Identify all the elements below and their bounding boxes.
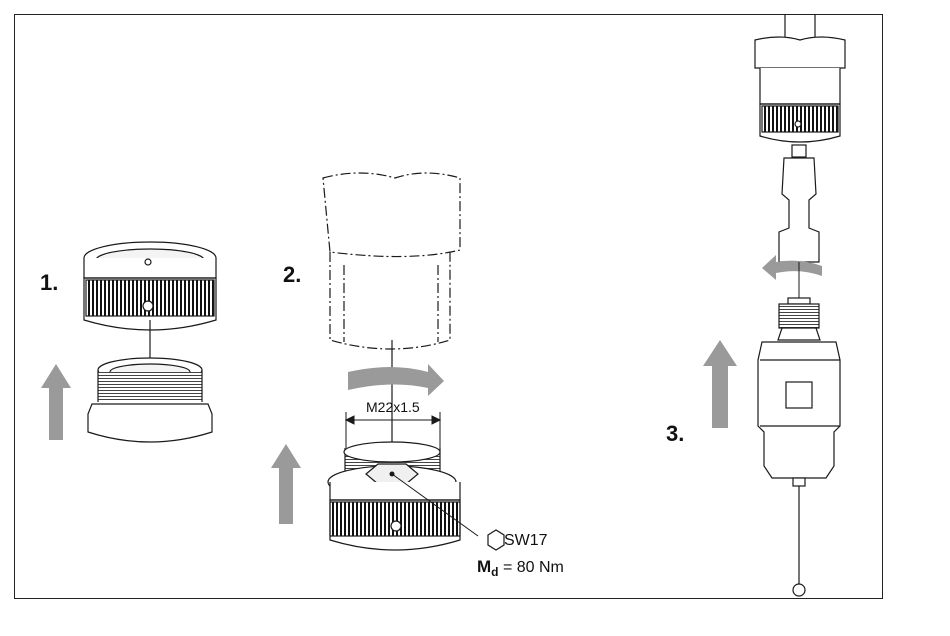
step2-nut: [328, 442, 460, 550]
up-arrow-icon: [703, 340, 737, 428]
up-arrow-icon: [271, 444, 301, 524]
rotate-arrow-icon: [348, 364, 444, 396]
step1-nut: [84, 242, 216, 330]
hexagon-icon: [488, 530, 504, 550]
step-number-2: 2.: [283, 262, 301, 288]
leader-dot: [390, 472, 395, 477]
step3-holder: [755, 14, 845, 157]
wrench-size-label: SW17: [504, 532, 548, 550]
torque-symbol: M: [477, 557, 491, 576]
torque-value: = 80 Nm: [503, 559, 564, 576]
step3-stylus-extension: [779, 158, 819, 262]
torque-subscript: d: [491, 565, 498, 579]
step1-thread-adapter: [88, 358, 212, 442]
up-arrow-icon: [41, 364, 71, 440]
torque-label: Md = 80 Nm: [477, 557, 564, 579]
thread-size-label: M22x1.5: [366, 399, 420, 415]
step-number-1: 1.: [40, 270, 58, 296]
step2-probe-body: [323, 173, 460, 349]
step3-probe: [758, 298, 840, 596]
step-number-3: 3.: [666, 421, 684, 447]
